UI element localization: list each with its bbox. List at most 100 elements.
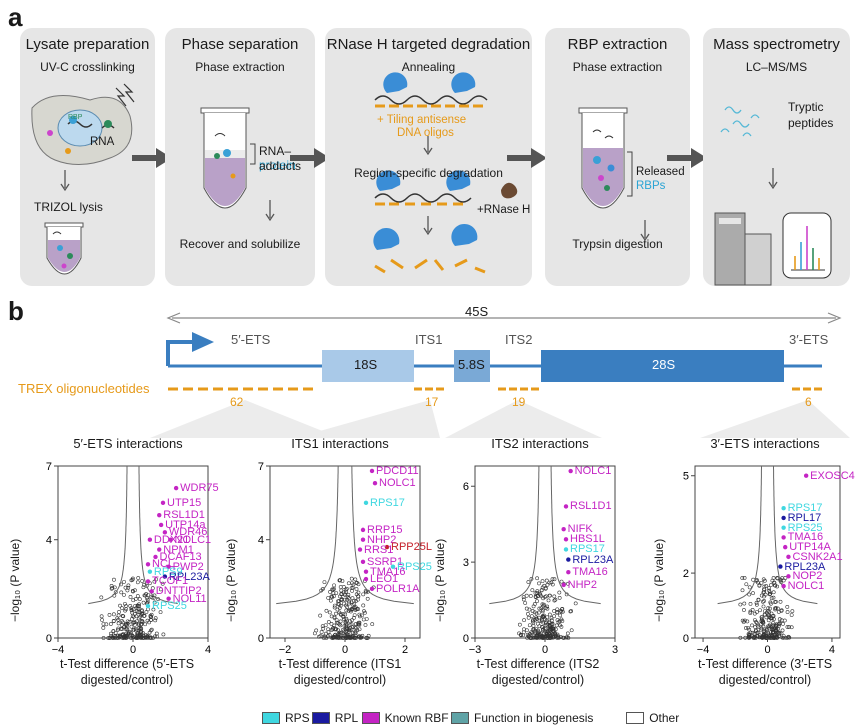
other-point: [535, 576, 540, 581]
other-point: [761, 599, 765, 604]
point-label-nolc1: NOLC1: [174, 533, 212, 546]
other-point: [160, 581, 165, 586]
other-point: [773, 607, 778, 612]
stage-subtitle: Phase extraction: [572, 60, 663, 74]
other-point: [568, 609, 573, 614]
other-point: [312, 631, 317, 636]
tryptic-label: Tryptic: [788, 100, 824, 114]
point-ncl: [145, 562, 151, 567]
other-point: [338, 594, 342, 599]
other-point: [783, 576, 788, 580]
other-point: [350, 588, 355, 593]
other-point: [534, 615, 538, 620]
flow-arrow-2: [290, 148, 330, 168]
other-point: [764, 584, 769, 588]
x-tick-label: 4: [829, 644, 835, 656]
other-point: [337, 630, 342, 635]
other-point: [742, 618, 747, 623]
other-point: [331, 591, 336, 596]
point-rps17: [781, 505, 786, 511]
other-point: [539, 635, 544, 639]
other-point: [106, 636, 111, 640]
other-point: [768, 633, 773, 638]
other-point: [530, 588, 535, 593]
y-axis-label: −log₁₀ (P value): [224, 538, 238, 622]
other-point: [101, 636, 106, 640]
other-point: [565, 631, 570, 636]
other-point: [537, 632, 542, 637]
other-point: [337, 606, 342, 610]
point-csnk2a1: [786, 554, 791, 560]
other-point: [771, 635, 776, 640]
other-point: [526, 615, 531, 620]
other-point: [139, 632, 144, 637]
stage-title: RBP extraction: [567, 36, 668, 53]
other-point: [134, 636, 139, 640]
other-point: [345, 618, 349, 623]
stage-title: RNase H targeted degradation: [326, 36, 531, 53]
threshold-curve-left: [88, 466, 128, 605]
other-point: [748, 609, 753, 614]
y-tick-label: 0: [46, 633, 52, 645]
point-nolc1: [168, 537, 173, 542]
other-point: [126, 583, 131, 588]
other-point: [785, 604, 790, 609]
other-point: [357, 612, 362, 617]
other-point: [524, 593, 529, 598]
other-point: [336, 602, 341, 606]
other-point: [542, 613, 546, 618]
point-label-wdr46: WDR46: [168, 526, 208, 539]
other-point: [370, 622, 375, 627]
other-point: [787, 635, 792, 640]
other-point: [356, 582, 361, 587]
point-npm1: [157, 547, 162, 552]
other-point: [123, 585, 128, 590]
other-point: [114, 636, 119, 640]
other-point: [768, 636, 773, 640]
other-point: [547, 593, 552, 598]
stage-rnase-h: RNase H targeted degradation Annealing +…: [325, 28, 532, 286]
other-point: [767, 590, 772, 595]
plot-title: ITS1 interactions: [291, 436, 389, 451]
other-point: [109, 583, 114, 588]
x-tick-label: 0: [764, 644, 770, 656]
other-point: [759, 580, 764, 585]
point-label-csnk2a1: CSNK2A1: [792, 550, 843, 563]
other-point: [547, 628, 552, 633]
oligo-count-its1: 17: [425, 395, 439, 409]
dna-oligos-label: DNA oligos: [397, 127, 454, 139]
other-point: [118, 633, 123, 638]
other-point: [767, 588, 772, 593]
other-point: [365, 636, 370, 640]
y-tick-label: 2: [683, 568, 689, 580]
other-point: [329, 614, 334, 619]
other-point: [552, 609, 556, 613]
other-point: [349, 586, 354, 591]
other-point: [135, 634, 140, 639]
other-point: [129, 608, 134, 613]
other-point: [135, 580, 140, 585]
other-point: [334, 618, 339, 622]
other-point: [148, 628, 153, 633]
point-label-rpl23a: RPL23A: [784, 560, 826, 573]
point-label-pdcd11: PDCD11: [376, 464, 419, 477]
other-point: [149, 636, 153, 640]
other-point: [133, 627, 138, 631]
other-point: [756, 625, 761, 629]
y-axis-label: −log₁₀ (P value): [433, 538, 447, 622]
point-nhp2: [561, 582, 566, 588]
other-point: [120, 606, 124, 611]
other-point: [771, 621, 776, 625]
other-point: [767, 586, 771, 591]
x-tick-label: 0: [130, 644, 136, 656]
other-point: [350, 635, 355, 640]
other-point: [548, 635, 552, 640]
other-point: [335, 620, 339, 625]
other-point: [526, 580, 531, 584]
other-point: [332, 586, 336, 591]
other-point: [565, 635, 570, 640]
other-point: [754, 601, 759, 605]
other-point: [556, 635, 561, 640]
other-point: [336, 634, 341, 639]
